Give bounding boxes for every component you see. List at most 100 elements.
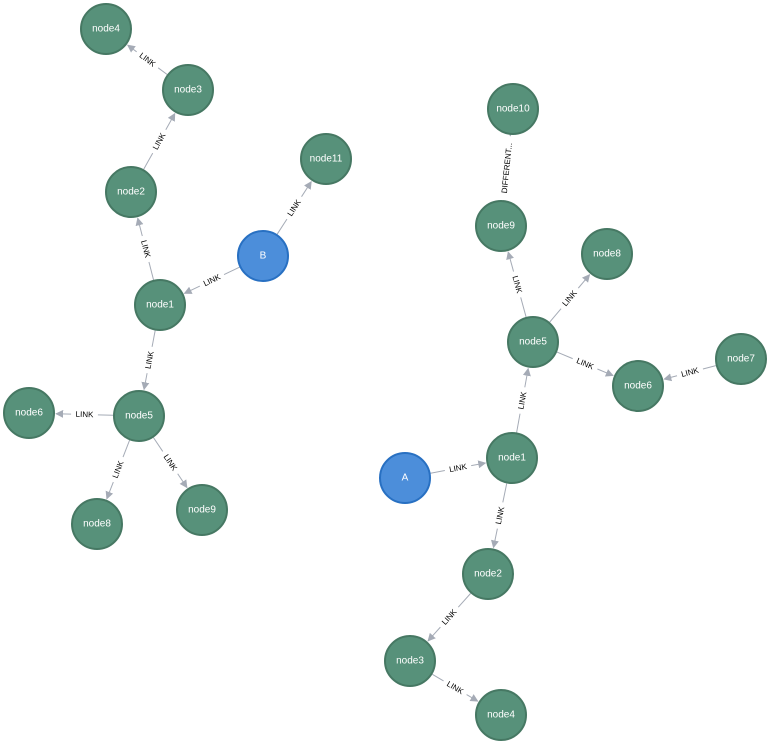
relationship-link[interactable]: LINK: [427, 593, 472, 642]
relationship-link[interactable]: LINK: [153, 437, 188, 489]
node-circle[interactable]: [176, 484, 228, 536]
edge-arrow[interactable]: [663, 373, 678, 382]
relationship-link[interactable]: LINK: [55, 410, 114, 419]
relationship-link[interactable]: LINK: [127, 44, 168, 75]
edge-line[interactable]: [223, 266, 240, 275]
node-circle[interactable]: [134, 279, 186, 331]
edge-line[interactable]: [157, 67, 168, 75]
node-node4[interactable]: node4: [475, 689, 527, 741]
edge-arrow[interactable]: [301, 180, 312, 197]
node-circle[interactable]: [715, 333, 767, 385]
node-circle[interactable]: [3, 387, 55, 439]
node-node8[interactable]: node8: [71, 498, 123, 550]
edge-line[interactable]: [153, 437, 164, 452]
edge-arrow[interactable]: [597, 368, 614, 377]
relationship-link[interactable]: LINK: [491, 483, 508, 549]
node-node1[interactable]: node1: [486, 432, 538, 484]
node-circle[interactable]: [384, 635, 436, 687]
node-circle[interactable]: [300, 133, 352, 185]
relationship-link[interactable]: LINK: [432, 673, 479, 702]
relationship-link[interactable]: LINK: [141, 330, 156, 391]
node-circle[interactable]: [612, 360, 664, 412]
node-node1[interactable]: node1: [134, 279, 186, 331]
nodes-layer: Bnode1node2node3node4node11node5node6nod…: [3, 3, 767, 741]
relationship-link[interactable]: LINK: [430, 460, 487, 474]
edge-line[interactable]: [148, 261, 155, 280]
edge-line[interactable]: [457, 593, 472, 608]
node-node3[interactable]: node3: [384, 635, 436, 687]
edge-arrow[interactable]: [135, 217, 144, 237]
edge-arrow[interactable]: [183, 285, 201, 294]
edge-line[interactable]: [432, 673, 444, 682]
edge-line[interactable]: [151, 330, 156, 347]
node-circle[interactable]: [113, 390, 165, 442]
edge-line[interactable]: [516, 413, 521, 433]
node-node11[interactable]: node11: [300, 133, 352, 185]
relationship-link[interactable]: LINK: [276, 180, 312, 235]
edge-arrow[interactable]: [127, 44, 137, 53]
relationship-link[interactable]: LINK: [105, 440, 131, 500]
node-node10[interactable]: node10: [487, 83, 539, 135]
edge-line[interactable]: [520, 297, 527, 318]
node-circle[interactable]: [581, 228, 633, 280]
node-node9[interactable]: node9: [176, 484, 228, 536]
relationship-link[interactable]: LINK: [516, 367, 531, 433]
node-circle[interactable]: [462, 548, 514, 600]
edge-arrow[interactable]: [177, 473, 188, 489]
node-circle[interactable]: [105, 166, 157, 218]
node-circle[interactable]: [475, 689, 527, 741]
node-caption: node3: [396, 656, 424, 667]
relationship-link[interactable]: LINK: [183, 266, 240, 294]
relationship-link[interactable]: LINK: [506, 251, 527, 318]
relationship-label: LINK: [286, 197, 304, 217]
node-circle[interactable]: [80, 3, 132, 55]
node-circle[interactable]: [379, 452, 431, 504]
relationship-link[interactable]: LINK: [556, 351, 614, 377]
edge-arrow[interactable]: [427, 626, 441, 642]
node-node5[interactable]: node5: [113, 390, 165, 442]
relationship-label: LINK: [516, 390, 528, 410]
relationship-link[interactable]: LINK: [549, 274, 591, 323]
node-circle[interactable]: [71, 498, 123, 550]
edge-line[interactable]: [502, 483, 508, 503]
edge-line[interactable]: [276, 218, 288, 235]
edge-line[interactable]: [702, 365, 716, 370]
node-node2[interactable]: node2: [462, 548, 514, 600]
node-circle[interactable]: [237, 230, 289, 282]
node-circle[interactable]: [486, 432, 538, 484]
edge-line[interactable]: [143, 152, 154, 170]
node-node5[interactable]: node5: [507, 316, 559, 368]
node-node4[interactable]: node4: [80, 3, 132, 55]
node-node6[interactable]: node6: [612, 360, 664, 412]
edge-line[interactable]: [556, 351, 573, 360]
edge-arrow[interactable]: [141, 373, 150, 391]
node-node8[interactable]: node8: [581, 228, 633, 280]
relationship-link[interactable]: LINK: [663, 365, 716, 382]
edge-line[interactable]: [122, 440, 131, 458]
node-node7[interactable]: node7: [715, 333, 767, 385]
node-b[interactable]: B: [237, 230, 289, 282]
node-node2[interactable]: node2: [105, 166, 157, 218]
relationship-link[interactable]: LINK: [143, 112, 176, 170]
edge-arrow[interactable]: [577, 274, 591, 289]
edge-arrow[interactable]: [506, 251, 515, 272]
edge-arrow[interactable]: [165, 112, 176, 130]
node-circle[interactable]: [475, 200, 527, 252]
node-node6[interactable]: node6: [3, 387, 55, 439]
node-circle[interactable]: [487, 83, 539, 135]
node-node3[interactable]: node3: [162, 64, 214, 116]
edge-line[interactable]: [430, 470, 445, 474]
edge-arrow[interactable]: [471, 460, 487, 469]
edge-arrow[interactable]: [491, 528, 499, 549]
relationship-different[interactable]: DIFFERENT...: [500, 128, 515, 203]
edge-arrow[interactable]: [466, 694, 479, 702]
node-node9[interactable]: node9: [475, 200, 527, 252]
edge-arrow[interactable]: [105, 481, 114, 500]
edge-line[interactable]: [549, 308, 562, 323]
node-circle[interactable]: [162, 64, 214, 116]
node-circle[interactable]: [507, 316, 559, 368]
relationship-link[interactable]: LINK: [135, 217, 155, 280]
edge-arrow[interactable]: [522, 367, 531, 388]
node-a[interactable]: A: [379, 452, 431, 504]
